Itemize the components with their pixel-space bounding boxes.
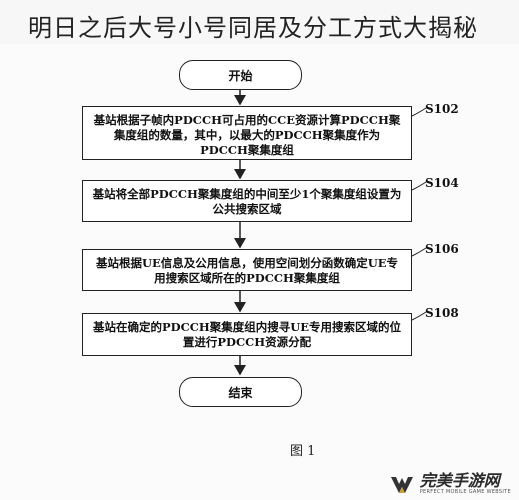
step-s108-label: S108 [425, 306, 459, 320]
step-s104-box: 基站将全部PDCCH聚集度组的中间至少1个聚集度组设置为公共搜索区域 [82, 180, 412, 222]
step-s102-box: 基站根据子帧内PDCCH可占用的CCE资源计算PDCCH聚集度组的数量，其中，以… [82, 106, 412, 160]
leader-s104 [411, 181, 427, 191]
step-s106-label: S106 [425, 242, 459, 256]
end-terminal: 结束 [179, 377, 302, 407]
step-s108-box: 基站在确定的PDCCH聚集度组内搜寻UE专用搜索区域的位置进行PDCCH资源分配 [82, 313, 412, 356]
step-s102-label: S102 [425, 102, 459, 116]
watermark-tagline: PERFECT MOBILE GAME WEBSITE [419, 489, 511, 495]
leader-s106 [411, 247, 427, 257]
page-title: 明日之后大号小号同居及分工方式大揭秘 [28, 14, 478, 42]
step-s104-label: S104 [425, 176, 459, 190]
watermark-name: 完美手游网 [419, 471, 500, 490]
watermark-text: 完美手游网 PERFECT MOBILE GAME WEBSITE [420, 473, 511, 496]
start-terminal: 开始 [179, 60, 302, 90]
leader-s102 [411, 107, 427, 117]
step-s106-box: 基站根据UE信息及公用信息，使用空间划分函数确定UE专用搜索区域所在的PDCCH… [82, 249, 412, 291]
figure-caption: 图 1 [290, 444, 316, 459]
site-logo-icon [389, 474, 415, 496]
site-watermark: 完美手游网 PERFECT MOBILE GAME WEBSITE [389, 473, 511, 496]
leader-s108 [411, 311, 427, 321]
